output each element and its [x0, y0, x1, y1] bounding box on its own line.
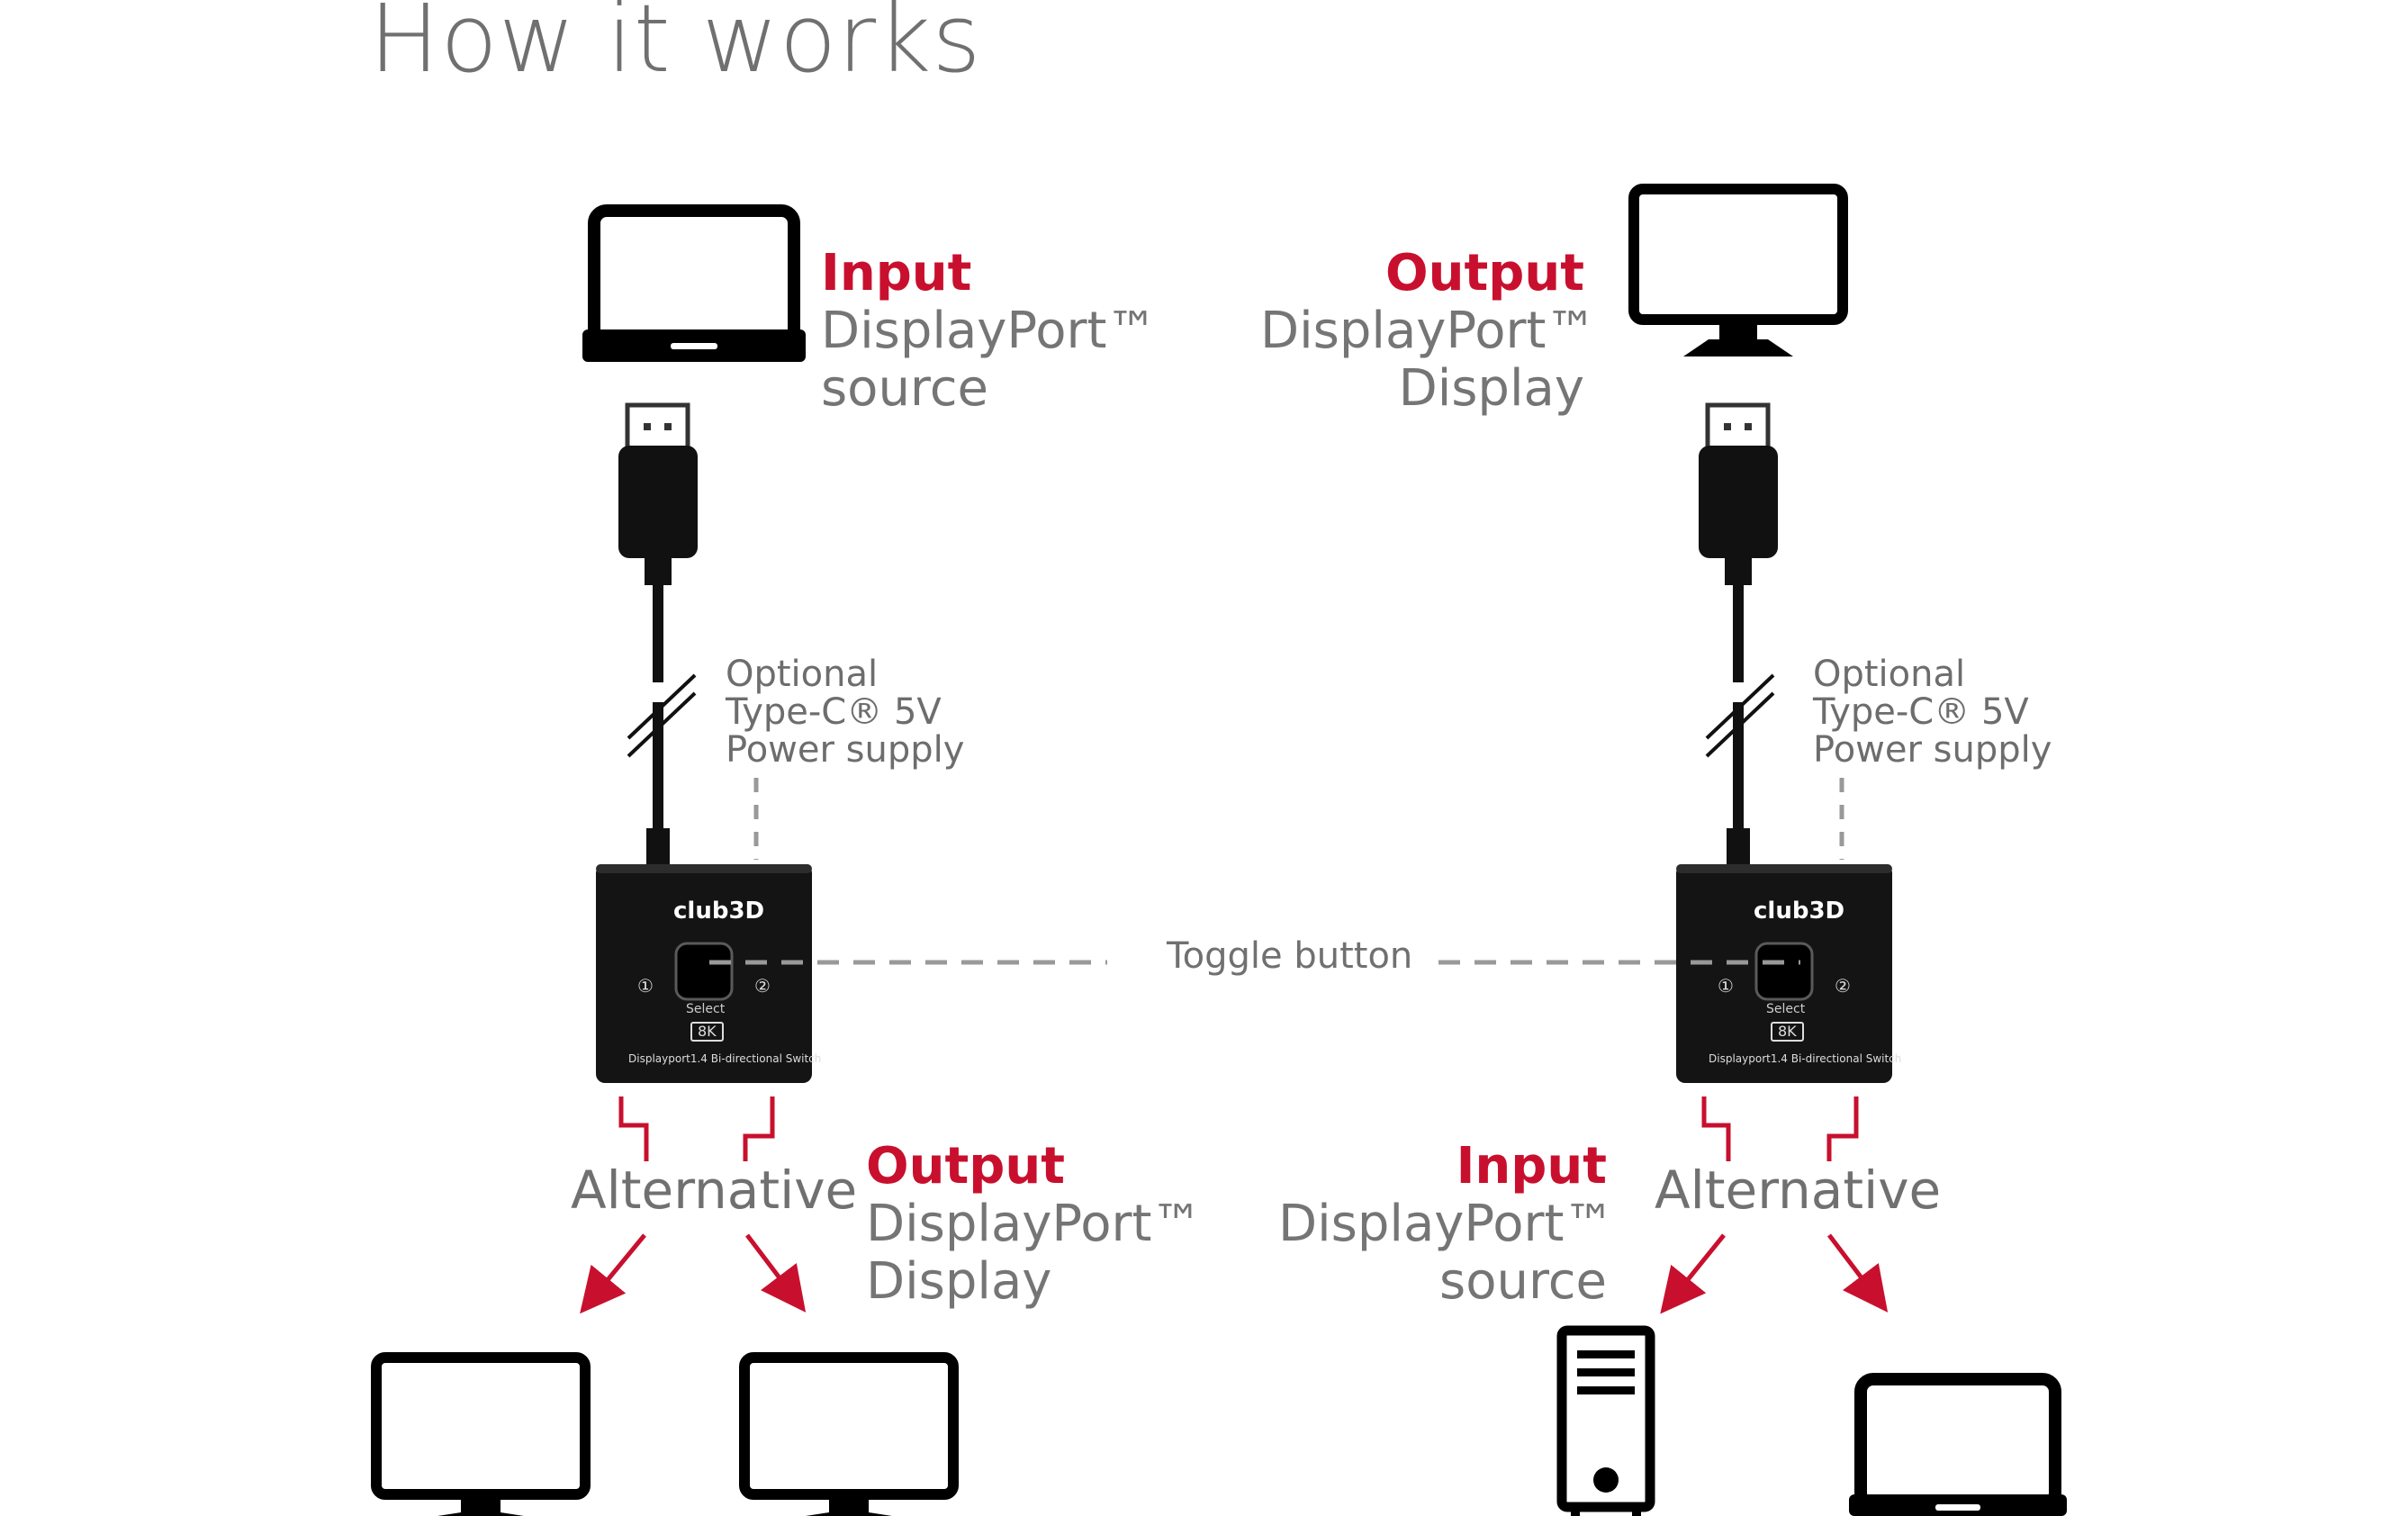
left-top-line1: DisplayPort™ — [821, 302, 1158, 360]
input-arrows — [1660, 1096, 1889, 1314]
resolution-badge: 8K — [690, 1022, 724, 1042]
right-top-role: Output — [1385, 244, 1584, 302]
right-bottom-line2: source — [1439, 1252, 1607, 1311]
monitor-icon — [1628, 184, 1848, 356]
right-power-line1: Optional — [1813, 654, 1966, 695]
cable — [627, 583, 697, 866]
right-alternative-label: Alternative — [1655, 1160, 1942, 1221]
left-bottom-role: Output — [866, 1137, 1065, 1196]
left-bottom-line1: DisplayPort™ — [866, 1195, 1203, 1253]
displayport-connector — [1699, 402, 1778, 585]
left-power-line2: Type-C® 5V — [726, 691, 942, 733]
brand-logo: club3D — [1754, 898, 1845, 925]
select-label: Select — [1766, 1002, 1806, 1016]
switch-device — [1676, 864, 1892, 1083]
select-button[interactable] — [674, 942, 734, 1001]
page-title: How it works — [369, 0, 982, 94]
output-arrows — [580, 1096, 807, 1314]
port-1-label: ① — [1718, 975, 1734, 997]
left-alternative-label: Alternative — [571, 1160, 858, 1221]
right-bottom-role: Input — [1456, 1137, 1607, 1196]
monitor-icon — [371, 1352, 591, 1516]
displayport-connector — [618, 402, 698, 585]
port-2-label: ② — [1835, 975, 1851, 997]
select-button[interactable] — [1754, 942, 1814, 1001]
monitor-icon — [739, 1352, 959, 1516]
port-1-label: ① — [637, 975, 654, 997]
left-top-role: Input — [821, 244, 972, 302]
left-power-line3: Power supply — [726, 729, 965, 771]
right-power-line2: Type-C® 5V — [1813, 691, 2029, 733]
select-label: Select — [686, 1002, 726, 1016]
left-power-line1: Optional — [726, 654, 879, 695]
model-label: Displayport1.4 Bi-directional Switch — [628, 1052, 822, 1065]
toggle-button-label: Toggle button — [1167, 935, 1413, 977]
laptop-icon — [1849, 1373, 2067, 1516]
right-bottom-line1: DisplayPort™ — [1278, 1195, 1615, 1253]
resolution-badge: 8K — [1771, 1022, 1804, 1042]
desktop-tower-icon — [1556, 1325, 1655, 1516]
right-top-line1: DisplayPort™ — [1260, 302, 1597, 360]
right-power-line3: Power supply — [1813, 729, 2052, 771]
laptop-icon — [582, 204, 806, 362]
cable — [1705, 583, 1775, 866]
switch-device — [596, 864, 812, 1083]
model-label: Displayport1.4 Bi-directional Switch — [1709, 1052, 1902, 1065]
brand-logo: club3D — [673, 898, 765, 925]
left-top-line2: source — [821, 359, 988, 418]
port-2-label: ② — [754, 975, 771, 997]
right-top-line2: Display — [1398, 359, 1584, 418]
left-bottom-line2: Display — [866, 1252, 1052, 1311]
